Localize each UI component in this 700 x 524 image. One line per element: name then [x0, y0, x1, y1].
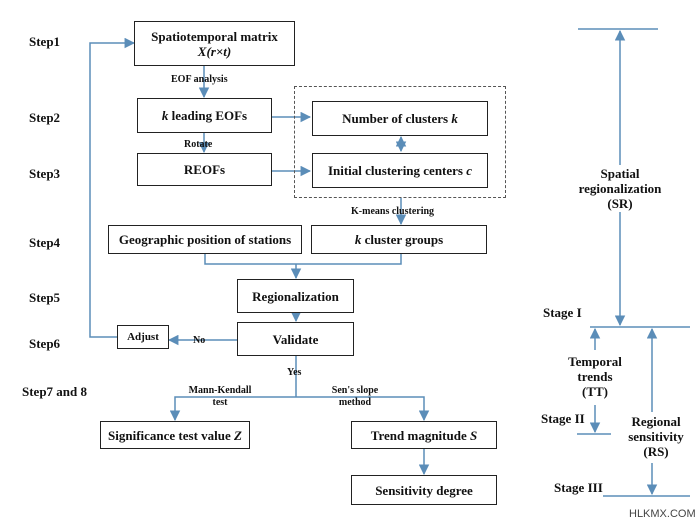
reofs-text: REOFs	[183, 162, 226, 177]
yes-label: Yes	[287, 367, 302, 378]
adjust-text: Adjust	[127, 330, 159, 343]
regionalization-box: Regionalization	[237, 279, 354, 313]
stage-1-label: Stage I	[543, 305, 582, 320]
eof-analysis-label: EOF analysis	[171, 74, 228, 85]
initial-centers-var: c	[466, 163, 473, 178]
leading-eofs-text: leading EOFs	[171, 108, 248, 123]
spatiotemporal-matrix-box: Spatiotemporal matrix X(r×t)	[134, 21, 295, 66]
step-5-label: Step5	[29, 290, 61, 305]
trend-magnitude-box: Trend magnitude S	[351, 421, 497, 449]
reofs-box: REOFs	[137, 153, 272, 186]
stage-3-label: Stage III	[554, 480, 603, 495]
significance-test-box: Significance test value Z	[100, 421, 250, 449]
sensitivity-text: Sensitivity degree	[375, 482, 473, 498]
merge-geo	[204, 253, 402, 265]
validate-text: Validate	[272, 331, 319, 347]
number-of-clusters-box: Number of clusters k	[312, 101, 488, 136]
rs-line-2: sensitivity	[628, 429, 684, 444]
adjust-box: Adjust	[117, 325, 169, 349]
geographic-position-text: Geographic position of stations	[118, 232, 292, 247]
rotate-label: Rotate	[184, 139, 213, 150]
mann-kendall-label: Mann-Kendall test	[188, 385, 252, 408]
rs-line-3: (RS)	[643, 444, 669, 459]
cluster-groups-text: cluster groups	[364, 232, 444, 247]
step-7-8-label: Step7 and 8	[22, 384, 88, 399]
sr-line-2: regionalization	[578, 181, 662, 196]
sensitivity-degree-box: Sensitivity degree	[351, 475, 497, 505]
geographic-position-box: Geographic position of stations	[108, 225, 302, 254]
initial-centers-text: Initial clustering centers	[327, 163, 463, 178]
rs-line-1: Regional	[631, 414, 681, 429]
tt-line-1: Temporal	[568, 354, 622, 369]
step-6-label: Step6	[29, 336, 61, 351]
sr-line-3: (SR)	[607, 196, 633, 211]
step-3-label: Step3	[29, 166, 61, 181]
stage-2-label: Stage II	[541, 411, 585, 426]
initial-centers-box: Initial clustering centers c	[312, 153, 488, 188]
trend-text: Trend magnitude	[370, 427, 467, 443]
sr-line-1: Spatial	[600, 166, 640, 181]
spatiotemporal-formula: X(r×t)	[197, 43, 232, 59]
no-label: No	[193, 335, 206, 346]
leading-eofs-box: k leading EOFs	[137, 98, 272, 133]
step-1-label: Step1	[29, 34, 61, 49]
step-4-label: Step4	[29, 235, 61, 250]
arrow-to-significance	[169, 396, 296, 422]
tt-label: Temporal trends (TT)	[555, 354, 635, 399]
step-2-label: Step2	[29, 110, 61, 125]
spatiotemporal-title: Spatiotemporal matrix	[151, 28, 278, 44]
sr-label: Spatial regionalization (SR)	[575, 166, 665, 211]
watermark: HLKMX.COM	[629, 508, 696, 520]
cluster-groups-box: k cluster groups	[311, 225, 487, 254]
cluster-groups-k: k	[354, 232, 362, 247]
trend-var: S	[469, 427, 478, 443]
tt-line-3: (TT)	[582, 384, 608, 399]
number-of-clusters-var: k	[451, 111, 458, 126]
tt-line-2: trends	[577, 369, 613, 384]
rs-label: Regional sensitivity (RS)	[617, 414, 695, 459]
clustering-setup-group	[294, 86, 506, 198]
regionalization-text: Regionalization	[252, 288, 339, 304]
validate-box: Validate	[237, 322, 354, 356]
significance-var: Z	[234, 427, 242, 443]
leading-eofs-k: k	[161, 108, 169, 123]
significance-text: Significance test value	[108, 427, 231, 443]
arrow-adjust-loop	[89, 37, 136, 338]
kmeans-label: K-means clustering	[351, 206, 435, 217]
arrow-to-trend	[296, 396, 430, 422]
number-of-clusters-text: Number of clusters	[342, 111, 449, 126]
sens-slope-label: Sen's slope method	[331, 385, 379, 408]
